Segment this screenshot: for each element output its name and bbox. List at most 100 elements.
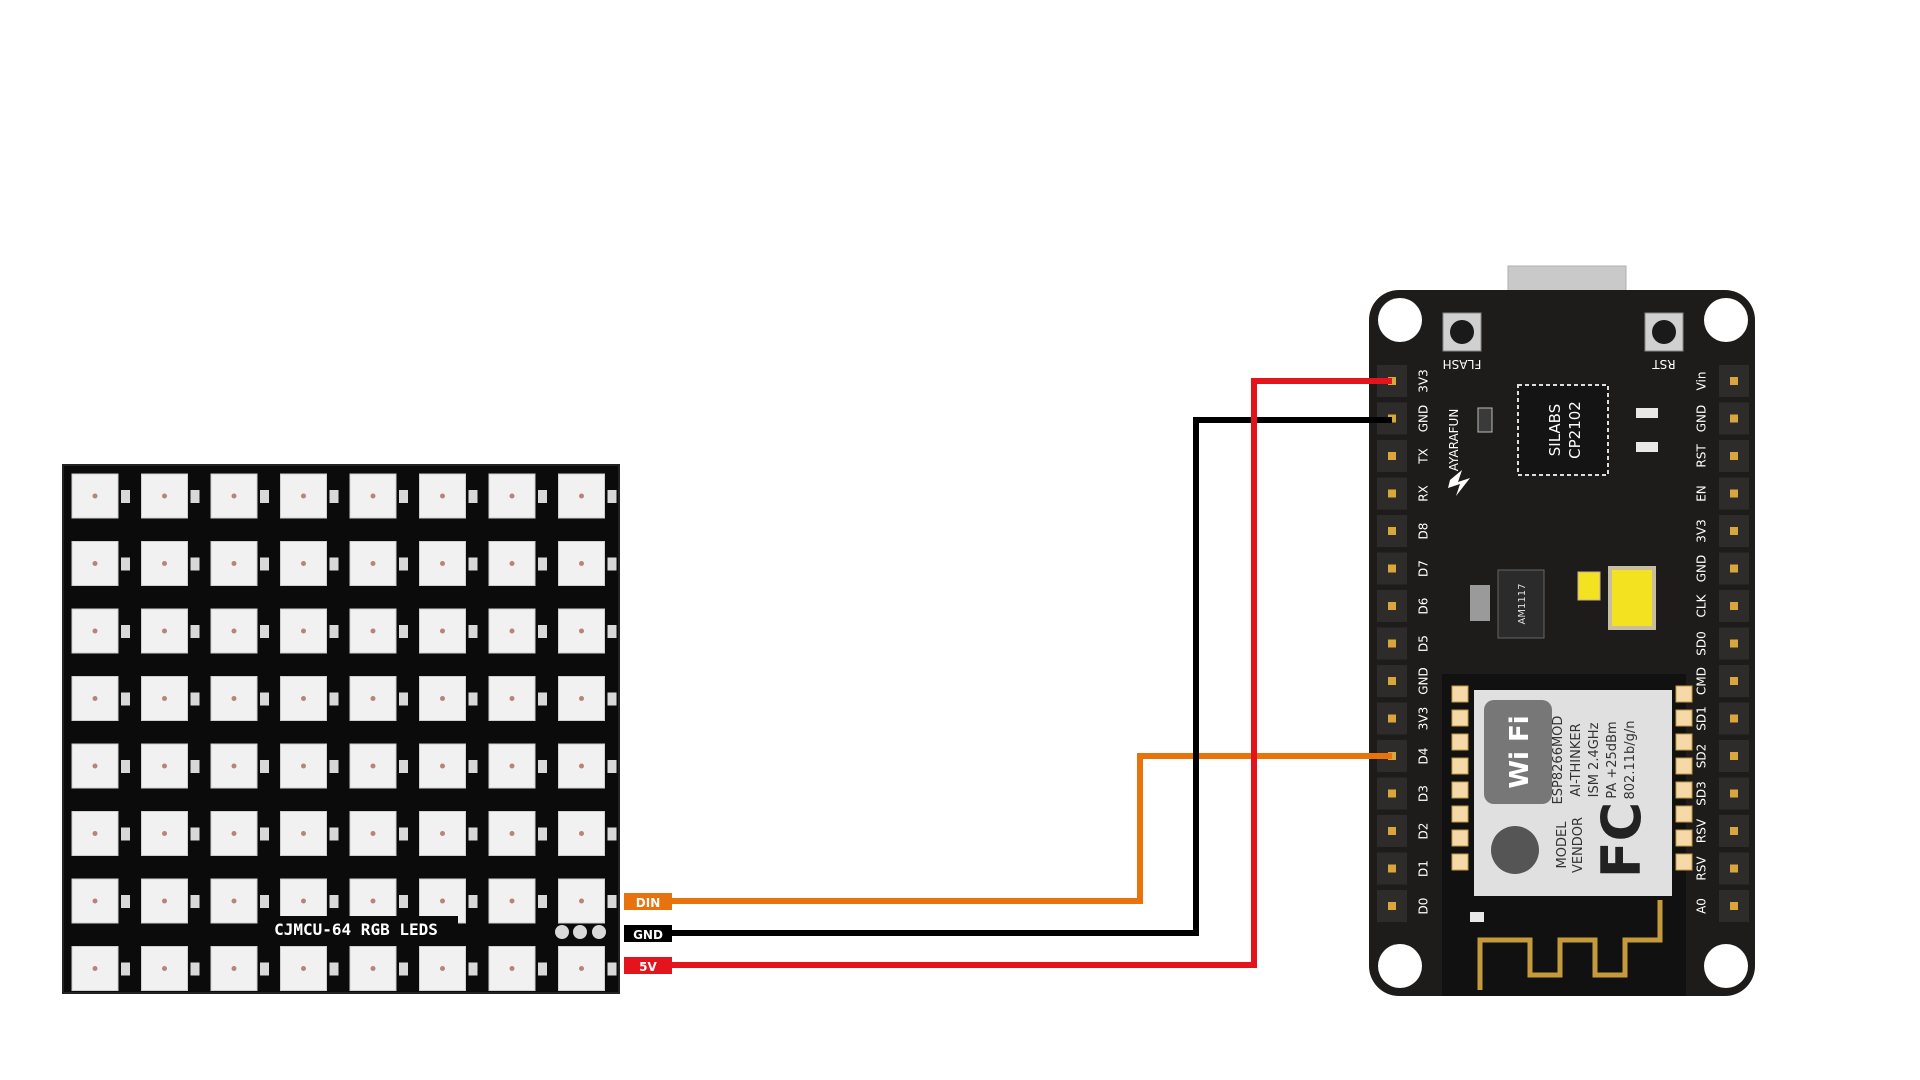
led-capacitor [190, 827, 200, 841]
led-capacitor [399, 692, 408, 706]
pin-pad [1388, 489, 1396, 498]
led-capacitor [329, 962, 339, 976]
pin-pad [1388, 827, 1396, 835]
led-die [509, 898, 515, 904]
left-pin-label: D6 [1417, 598, 1431, 615]
led-capacitor [121, 490, 130, 503]
led-die [162, 628, 167, 634]
led-die [231, 628, 237, 634]
led-die [579, 696, 584, 701]
pin-pad [1730, 452, 1738, 460]
led-die [579, 763, 584, 769]
led-die [231, 831, 237, 836]
gnd-label-bg [624, 925, 672, 942]
flash-button-cap [1450, 320, 1474, 344]
led-capacitor [607, 692, 617, 706]
right-pin-label: 3V3 [1695, 519, 1709, 542]
led-die [509, 628, 515, 634]
led-die [579, 561, 584, 566]
wires [672, 378, 1392, 968]
led-die [162, 696, 167, 701]
module-pad [1675, 709, 1693, 727]
led-capacitor [329, 760, 339, 773]
vcc-wire[interactable] [672, 378, 1392, 968]
led-die [509, 561, 515, 566]
led-die [509, 966, 515, 971]
module-pad [1675, 781, 1693, 799]
pin-pad [1730, 864, 1738, 873]
led-capacitor [260, 827, 269, 841]
smd-part [1636, 408, 1658, 418]
pin-pad [1388, 902, 1396, 910]
smd-part [1636, 442, 1658, 452]
right-pin-header: VinGNDRSTEN3V3GNDCLKSD0CMDSD1SD2SD3RSVRS… [1695, 365, 1749, 922]
led-die [231, 696, 237, 701]
led-capacitor [607, 625, 617, 638]
matrix-pad [592, 925, 606, 939]
led-capacitor [329, 895, 339, 908]
led-die [579, 898, 584, 904]
led-die [579, 628, 584, 634]
led-capacitor [260, 625, 269, 638]
led-capacitor [468, 827, 478, 841]
wifi-logo-badge [1484, 700, 1552, 804]
pin-pad [1730, 639, 1738, 648]
pcb-antenna [1477, 900, 1663, 990]
wifi-logo: Wi Fi [1505, 715, 1535, 788]
led-die [579, 966, 584, 971]
led-capacitor [468, 692, 478, 706]
din-wire[interactable] [672, 753, 1392, 904]
led-capacitor [607, 827, 617, 841]
right-pin-label: CLK [1695, 593, 1709, 617]
module-pad [1675, 685, 1693, 703]
led-capacitor [190, 962, 200, 976]
led-die [92, 628, 98, 634]
capacitor-small [1577, 571, 1601, 601]
pin-pad [1730, 489, 1738, 498]
led-capacitor [121, 962, 130, 976]
mount-hole [1378, 944, 1422, 988]
left-pin-label: 3V3 [1417, 707, 1431, 730]
model-label: MODEL [1555, 821, 1570, 869]
right-pin-label: GND [1695, 555, 1709, 583]
din-label: DIN [636, 896, 660, 910]
pin-pad [1730, 377, 1738, 385]
left-pin-label: RX [1417, 485, 1431, 502]
smd-part [1470, 912, 1484, 922]
fcc-logo: FC [1590, 802, 1653, 879]
module-text-line: PA +25dBm [1605, 721, 1620, 798]
left-pin-label: D1 [1417, 860, 1431, 877]
matrix-pad [555, 925, 569, 939]
bolt-icon [1448, 470, 1470, 496]
pin-pad [1730, 827, 1738, 835]
led-die [92, 831, 98, 836]
module-text-line: AI-THINKER [1569, 723, 1584, 796]
pin-pad [1388, 602, 1396, 610]
regulator-chip [1497, 569, 1545, 639]
right-pin-label: RSV [1695, 818, 1709, 843]
module-pad [1675, 829, 1693, 847]
led-capacitor [329, 625, 339, 638]
module-pad [1451, 781, 1469, 799]
module-text-line: 802.11b/g/n [1623, 721, 1638, 800]
module-pad [1451, 685, 1469, 703]
led-die [301, 966, 306, 971]
led-die [92, 898, 98, 904]
led-capacitor [538, 895, 547, 908]
din-label-bg [624, 893, 672, 910]
led-die [509, 493, 515, 499]
pin-pad [1730, 789, 1738, 798]
led-die [440, 966, 445, 971]
vendor-label: VENDOR [1571, 817, 1586, 873]
smd-part [1477, 407, 1493, 433]
rgb-led [419, 608, 466, 654]
gnd-wire[interactable] [672, 417, 1392, 936]
led-matrix-board: CJMCU-64 RGB LEDS [62, 464, 620, 994]
led-die [162, 561, 167, 566]
led-capacitor [190, 895, 200, 908]
led-die [301, 898, 306, 904]
mount-hole [1704, 944, 1748, 988]
led-capacitor [121, 895, 130, 908]
led-capacitor [399, 760, 408, 773]
